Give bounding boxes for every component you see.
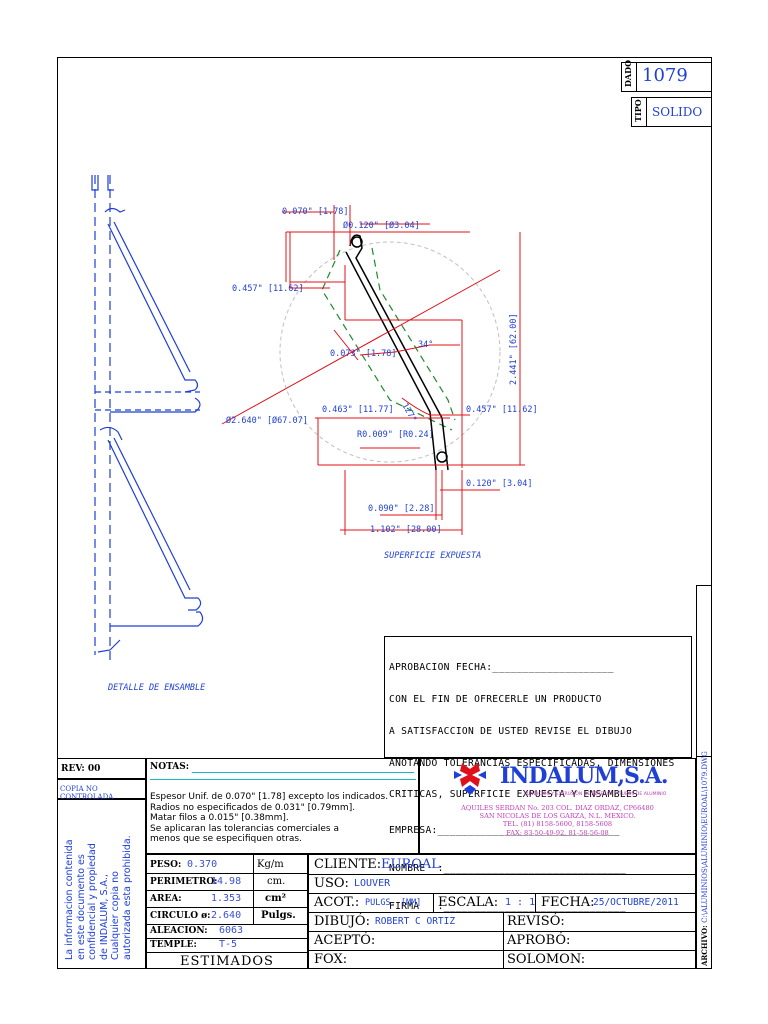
- escala-label: ESCALA:: [438, 895, 499, 910]
- approval-line: ANOTANDO TOLERANCIAS ESPECIFICADAS, DIME…: [389, 757, 675, 769]
- copia-no-controlada: COPIA NO CONTROLADA: [60, 785, 114, 801]
- approval-line: NOMBRE :______________________________: [389, 862, 626, 874]
- cliente-label: CLIENTE:: [314, 857, 382, 872]
- notes-underline: [192, 772, 414, 773]
- prop-row-circulo: CIRCULO ø: 2.640 Pulgs.: [147, 907, 307, 925]
- approval-line: A SATISFACCION DE USTED REVISE EL DIBUJO: [389, 725, 633, 737]
- escala-value: 1 : 1: [505, 897, 536, 908]
- dimension-texts: 0.070" [1.78] Ø0.120" [Ø3.04] 0.457" [11…: [226, 207, 538, 535]
- approval-line: CRITICAS, SUPERFICIE EXPUESTA Y ENSAMBLE…: [389, 789, 639, 801]
- assembly-detail-label: DETALLE DE ENSAMBLE: [107, 683, 206, 693]
- dim-bottom-hole: 0.120" [3.04]: [466, 479, 533, 489]
- tipo-box: TIPO SOLIDO: [631, 97, 712, 127]
- exposed-surface-label: SUPERFICIE EXPUESTA: [384, 551, 481, 561]
- units-divider: [253, 855, 254, 924]
- approval-line: APROBACION FECHA:____________________: [389, 662, 614, 674]
- approval-box: APROBACION FECHA:____________________ CO…: [384, 636, 692, 911]
- dado-box: DADO 1079: [621, 60, 712, 92]
- row-uso: USO: LOUVER: [309, 874, 695, 894]
- notes-rule: [150, 779, 416, 780]
- dim-right-offset: 0.457" [11.62]: [466, 405, 538, 415]
- dim-radius: R0.009" [R0.24]: [357, 430, 434, 440]
- dim-top-offset: 0.457" [11.62]: [232, 284, 304, 294]
- uso-label: USO:: [314, 876, 349, 891]
- acot-value: PULGS. [MM]: [365, 898, 422, 908]
- acepto-label: ACEPTÓ:: [314, 933, 376, 948]
- uso-value: LOUVER: [354, 878, 391, 889]
- row-acot: ACOT.: PULGS. [MM] ESCALA: 1 : 1 FECHA: …: [309, 893, 695, 913]
- approval-line: CON EL FIN DE OFRECERLE UN PRODUCTO: [389, 693, 602, 705]
- assembly-detail: [91, 175, 204, 660]
- dim-mid-thickness: 0.073" [1.78]: [330, 349, 397, 359]
- archive-label: ARCHIVO: C:\ALUMINIOS\ALUMINIO\EUROAL\10…: [700, 751, 709, 966]
- rev-cell: REV: 00: [57, 758, 146, 779]
- prop-row-temple: TEMPLE: T-5: [150, 939, 238, 950]
- dibujo-value: ROBERT C ORTIZ: [375, 916, 456, 927]
- approval-line: FIRMA :______________________________: [389, 900, 626, 912]
- prop-row-peso: PESO: 0.370 Kg/m: [147, 855, 307, 874]
- approval-text: APROBACION FECHA:____________________ CO…: [389, 642, 675, 933]
- confidential-cell: La informacion contenida en este documen…: [57, 799, 146, 969]
- acot-label: ACOT.:: [314, 895, 360, 910]
- dibujo-label: DIBUJÓ:: [314, 914, 370, 929]
- fecha-value: 25/OCTUBRE/2011: [593, 897, 679, 908]
- profile-section: [345, 234, 449, 471]
- exposed-surface-lines: [321, 247, 456, 431]
- estimados-label: ESTIMADOS: [180, 954, 274, 969]
- archive-strip-top: [697, 586, 711, 757]
- client-grid: CLIENTE: EUROAL USO: LOUVER ACOT.: PULGS…: [308, 854, 696, 969]
- estimados-cell: ESTIMADOS: [147, 952, 307, 969]
- dim-wall-thickness: 0.070" [1.78]: [282, 207, 349, 217]
- copia-cell: COPIA NO CONTROLADA: [57, 779, 146, 801]
- company-address: AQUILES SERDAN No. 203 COL. DIAZ ORDAZ, …: [461, 804, 654, 837]
- dim-top-hole-dia: Ø0.120" [Ø3.04]: [343, 220, 420, 231]
- tipo-label-cell: TIPO: [632, 98, 647, 126]
- prop-row-perimetro: PERIMETRO: 14.98 cm.: [147, 873, 307, 891]
- row-dibujo: DIBUJÓ: ROBERT C ORTIZ REVISÓ:: [309, 912, 695, 969]
- prop-row-area: AREA: 1.353 cm²: [147, 890, 307, 908]
- profile-drawing: 0.070" [1.78] Ø0.120" [Ø3.04] 0.457" [11…: [91, 175, 538, 693]
- notes-cell: NOTAS: Espesor Unif. de 0.070" [1.78] ex…: [146, 758, 419, 854]
- properties-rows: PESO: 0.370 Kg/m PERIMETRO: 14.98 cm. AR…: [147, 855, 307, 950]
- aprobo-label: APROBÓ:: [507, 933, 571, 948]
- dim-height: 2.441" [62.00]: [509, 313, 519, 385]
- dim-circle-dia: Ø2.640" [Ø67.07]: [226, 415, 308, 426]
- company-tagline: FUNDICION Y EXTRUSION DE PERFILES Y TUBO…: [524, 792, 667, 797]
- dim-angle-34: 34°: [418, 340, 433, 350]
- cliente-value: EUROAL: [381, 857, 440, 872]
- dim-angle-127: 127°: [399, 402, 418, 425]
- dim-overall-width: 1.102" [28.00]: [370, 525, 442, 535]
- dim-lower-offset: 0.463" [11.77]: [322, 405, 394, 415]
- archive-path: C:\ALUMINIOS\ALUMINIO\EUROAL\1079.DWG: [701, 751, 709, 923]
- reviso-label: REVISÓ:: [507, 914, 565, 929]
- fox-label: FOX:: [314, 952, 348, 967]
- company-name: INDALUM,S.A.: [500, 763, 669, 789]
- approval-line: EMPRESA:______________________________: [389, 825, 620, 837]
- notes-text: Espesor Unif. de 0.070" [1.78] excepto l…: [150, 792, 389, 845]
- confidential-text: La informacion contenida en este documen…: [64, 835, 133, 960]
- row-fox: FOX: SOLOMON:: [309, 950, 695, 968]
- circumscribed-circle: [279, 241, 501, 463]
- dimension-lines: [221, 205, 525, 535]
- company-cell: INDALUM,S.A. FUNDICION Y EXTRUSION DE PE…: [419, 758, 696, 854]
- dado-label-cell: DADO: [622, 60, 637, 91]
- archive-strip: ARCHIVO: C:\ALUMINIOS\ALUMINIO\EUROAL\10…: [696, 585, 712, 969]
- tipo-value: SOLIDO: [652, 105, 703, 119]
- row-cliente: CLIENTE: EUROAL: [309, 855, 695, 875]
- row-acepto: ACEPTÓ: APROBÓ:: [309, 931, 695, 951]
- dim-bottom-gap: 0.090" [2.28]: [368, 504, 435, 514]
- prop-row-aleacion: ALEACION: 6063: [147, 924, 307, 939]
- indalum-logo-icon: [454, 763, 486, 795]
- solomon-label: SOLOMON:: [507, 952, 586, 967]
- dado-value: 1079: [642, 65, 688, 86]
- properties-table: PESO: 0.370 Kg/m PERIMETRO: 14.98 cm. AR…: [146, 854, 308, 969]
- rev-label: REV: 00: [61, 764, 101, 774]
- fecha-label: FECHA:: [541, 895, 595, 910]
- notes-label: NOTAS:: [150, 762, 190, 772]
